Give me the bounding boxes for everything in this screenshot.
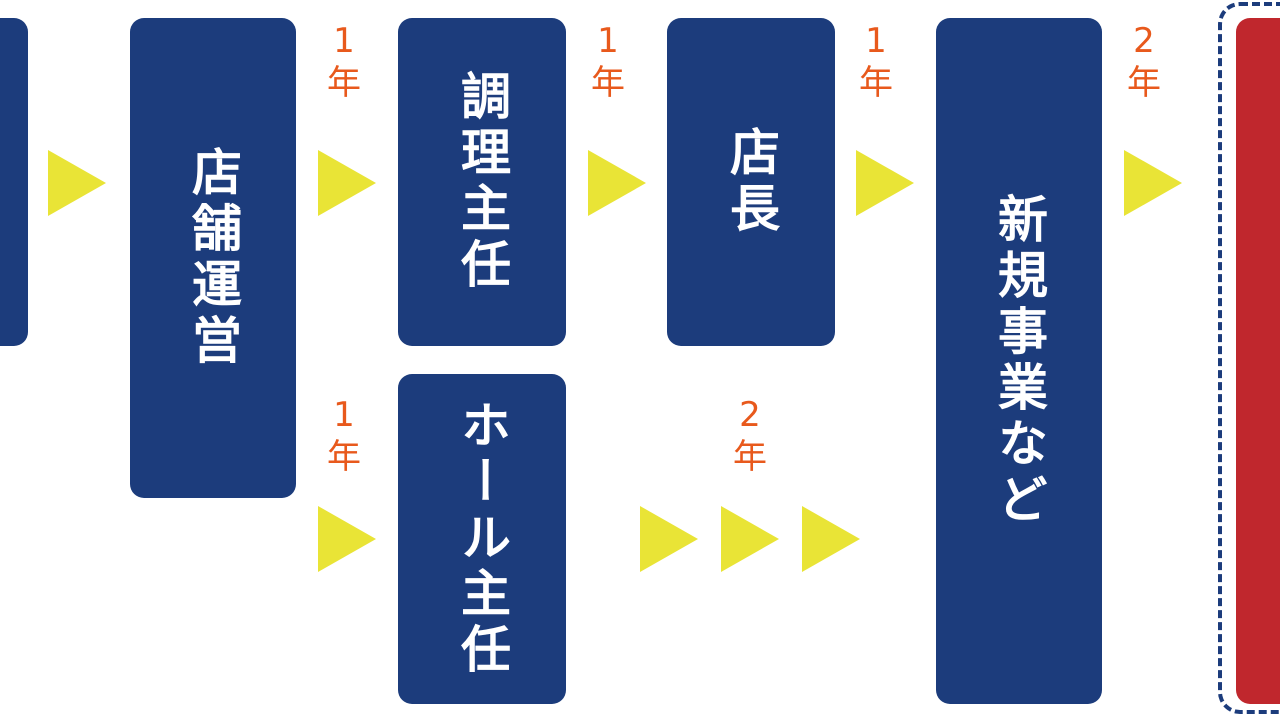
duration-hall-to-new-business: 2 年 bbox=[733, 395, 767, 477]
arrow-icon bbox=[588, 150, 646, 216]
previous-stage-box bbox=[0, 18, 28, 346]
store-operations-label: 店舗運営 bbox=[184, 146, 242, 370]
duration-to-final: 2 年 bbox=[1127, 21, 1161, 103]
new-business-box: 新規事業など bbox=[936, 18, 1102, 704]
hall-chief-label: ホール主任 bbox=[453, 399, 511, 679]
arrow-icon bbox=[1124, 150, 1182, 216]
cooking-chief-label: 調理主任 bbox=[453, 70, 511, 294]
duration-to-store-manager: 1 年 bbox=[591, 21, 625, 103]
arrow-icon bbox=[856, 150, 914, 216]
arrow-icon bbox=[640, 506, 698, 572]
store-operations-box: 店舗運営 bbox=[130, 18, 296, 498]
arrow-icon bbox=[318, 506, 376, 572]
duration-to-hall-chief: 1 年 bbox=[327, 395, 361, 477]
arrow-icon bbox=[318, 150, 376, 216]
hall-chief-box: ホール主任 bbox=[398, 374, 566, 704]
cooking-chief-box: 調理主任 bbox=[398, 18, 566, 346]
duration-to-new-business: 1 年 bbox=[859, 21, 893, 103]
arrow-icon bbox=[721, 506, 779, 572]
store-manager-label: 店長 bbox=[722, 126, 780, 238]
arrow-icon bbox=[802, 506, 860, 572]
store-manager-box: 店長 bbox=[667, 18, 835, 346]
new-business-label: 新規事業など bbox=[990, 193, 1048, 529]
duration-to-cooking-chief: 1 年 bbox=[327, 21, 361, 103]
final-stage-box bbox=[1236, 18, 1280, 704]
final-stage-dashed-outline bbox=[1218, 2, 1280, 714]
arrow-icon bbox=[48, 150, 106, 216]
